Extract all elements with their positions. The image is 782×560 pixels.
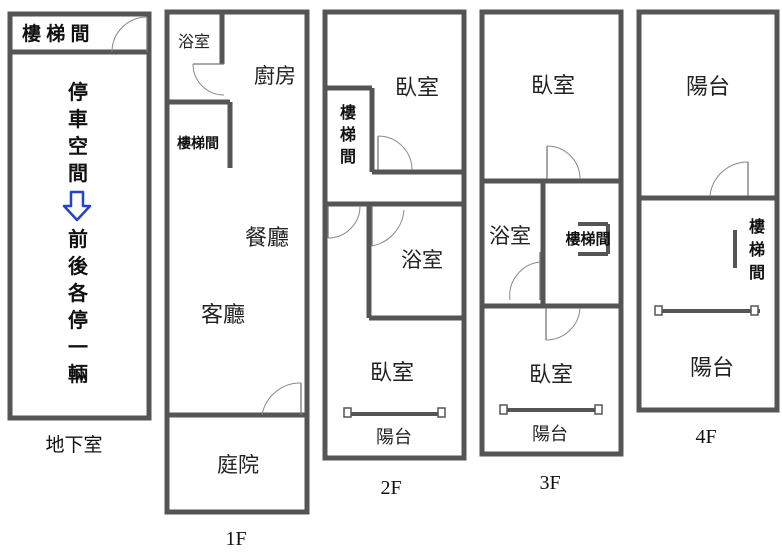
floor3-balcony-post-left — [499, 404, 508, 415]
floor4-stair-char: 間 — [749, 264, 765, 282]
parking-char: 停 — [68, 308, 88, 332]
parking-label-column: 停 車 空 間 前 後 各 停 一 輛 — [67, 80, 89, 386]
floor3-stair-label: 樓梯間 — [565, 230, 610, 248]
basement-plan: 樓 梯 間 停 車 空 間 前 後 各 停 一 輛 地下室 — [7, 11, 152, 456]
parking-char: 空 — [68, 134, 88, 158]
basement-stair-label: 樓 梯 間 — [22, 22, 90, 45]
floor2-outline — [322, 9, 467, 461]
floor4-stair-label: 樓 梯 間 — [749, 217, 765, 282]
parking-char: 前 — [68, 227, 88, 251]
floor2-hall-door-arc — [327, 205, 361, 239]
floor1-bathroom-label: 浴室 — [178, 33, 210, 51]
floor3-bedroom-bottom-label: 臥室 — [529, 362, 573, 387]
parking-char: 間 — [68, 162, 88, 185]
down-arrow-icon — [62, 190, 92, 222]
floor2-plan: 臥室 樓 梯 間 浴室 臥室 陽台 2F — [322, 9, 467, 499]
floor1-living-label: 客廳 — [201, 302, 245, 327]
floor3-bed-door-arc — [546, 145, 581, 180]
floor3-outline — [479, 9, 624, 457]
floor1-floor-label: 1F — [225, 528, 246, 550]
floor4-balcony-bottom-label: 陽台 — [690, 355, 734, 380]
floor1-plan: 浴室 廚房 樓梯間 餐廳 客廳 庭院 1F — [164, 9, 310, 550]
basement-door-arc — [111, 16, 148, 53]
basement-floor-label: 地下室 — [45, 434, 102, 456]
floor2-bedroom-top-label: 臥室 — [395, 75, 439, 100]
floor4-plan: 陽台 樓 梯 間 陽台 4F — [636, 9, 780, 448]
basement-outline — [7, 11, 152, 421]
parking-char: 停 — [68, 80, 88, 104]
floor4-floor-label: 4F — [695, 426, 716, 448]
floor2-balcony-post-left — [343, 407, 352, 418]
floor3-floor-label: 3F — [539, 472, 560, 494]
floor4-stair-char: 梯 — [749, 240, 765, 259]
floor2-bed-door-arc — [377, 135, 413, 171]
floor3-bath-door-arc — [509, 261, 541, 301]
floor2-floor-label: 2F — [380, 477, 401, 499]
floor2-balcony-label: 陽台 — [376, 427, 412, 447]
floor3-lower-door-arc — [545, 307, 581, 341]
floor2-bedroom-bottom-label: 臥室 — [370, 360, 414, 385]
floor1-stair-label: 樓梯間 — [177, 135, 219, 151]
floor2-stair-label: 樓 梯 間 — [340, 103, 356, 166]
floor1-bath-door-arc — [192, 63, 225, 96]
floor2-bathroom-label: 浴室 — [401, 249, 443, 272]
floor4-balcony-post-left — [654, 305, 663, 316]
floor4-door-arc — [709, 161, 749, 197]
floor3-bathroom-label: 浴室 — [489, 225, 531, 248]
floor3-bedroom-top-label: 臥室 — [531, 73, 575, 98]
floor1-kitchen-label: 廚房 — [254, 65, 296, 88]
parking-char: 車 — [68, 107, 88, 131]
floor1-entry-door-arc — [261, 382, 302, 416]
floor3-balcony-label: 陽台 — [532, 424, 568, 444]
floor3-balcony-post-right — [594, 404, 603, 415]
floor3-plan: 臥室 浴室 樓梯間 臥室 陽台 3F — [479, 9, 624, 494]
floor2-stair-char: 梯 — [340, 125, 356, 144]
floor4-stair-char: 樓 — [749, 217, 765, 236]
floor2-stair-char: 間 — [340, 148, 356, 166]
floor2-stair-char: 樓 — [340, 103, 356, 122]
parking-char: 後 — [68, 254, 89, 278]
parking-char: 各 — [67, 281, 89, 305]
floor4-balcony-post-right — [750, 305, 759, 316]
floor4-outline — [636, 9, 780, 413]
floor2-balcony-post-right — [437, 407, 446, 418]
parking-char: 輛 — [68, 363, 88, 386]
floor2-bath-door-arc — [371, 209, 405, 247]
floor1-courtyard-label: 庭院 — [217, 454, 259, 477]
floor1-outline — [164, 9, 310, 515]
parking-char: 一 — [68, 337, 88, 359]
floor1-dining-label: 餐廳 — [245, 225, 289, 250]
floor4-balcony-top-label: 陽台 — [686, 74, 730, 99]
